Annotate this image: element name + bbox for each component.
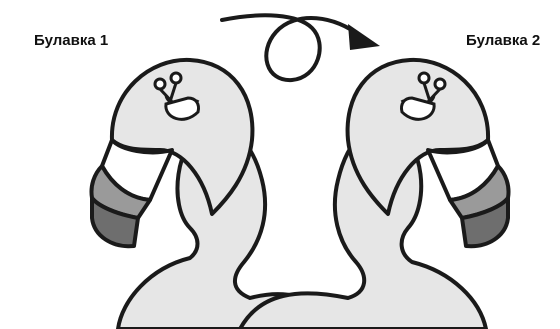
safety-pin-icon: [400, 71, 447, 121]
flamingo-right-head: [345, 57, 491, 216]
flamingo-left: [89, 57, 332, 329]
flamingo-left-head: [109, 57, 255, 216]
safety-pin-icon: [153, 71, 200, 121]
pin-1-label: Булавка 1: [34, 32, 109, 49]
pin-2-label: Булавка 2: [466, 32, 541, 49]
flamingo-right: [238, 57, 511, 329]
flamingo-left-beak-tip: [90, 196, 140, 249]
flamingo-right-beak-tip: [460, 196, 510, 249]
curved-arrow-icon: [220, 13, 380, 83]
